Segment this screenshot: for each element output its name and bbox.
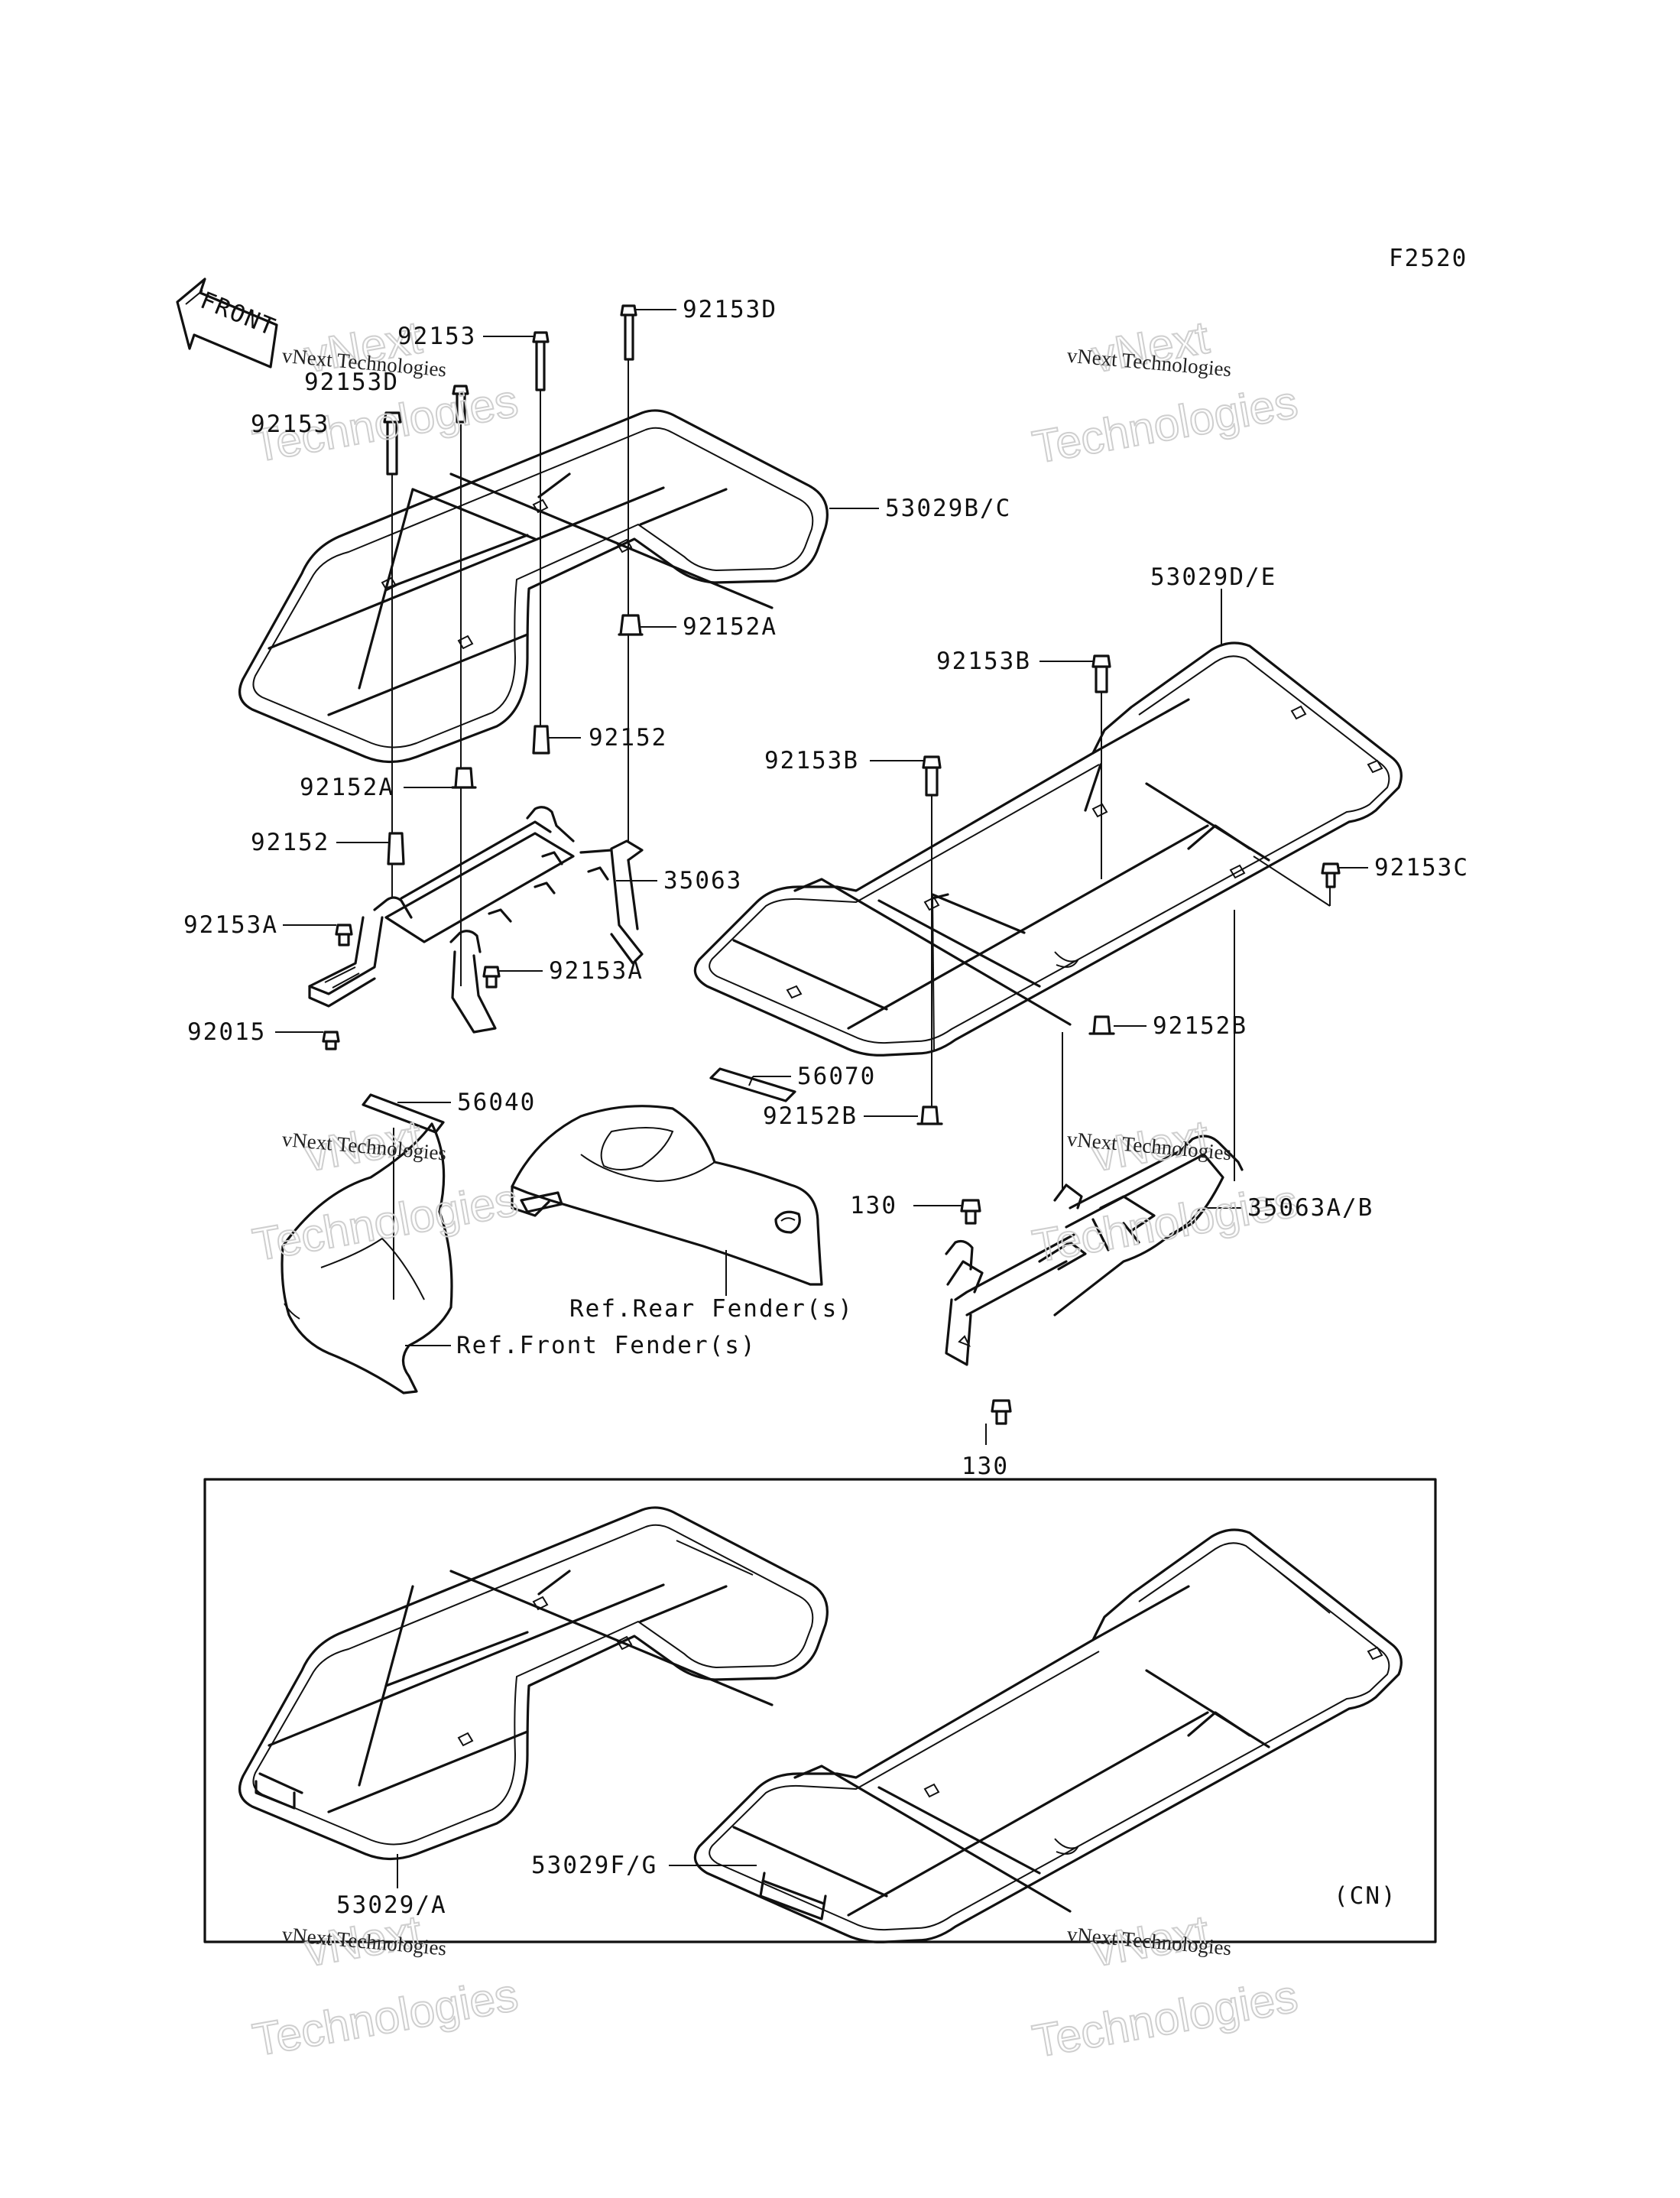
label-56040: 56040 xyxy=(457,1089,536,1116)
label-92153b-top: 92153B xyxy=(936,648,1031,675)
label-92153b-left: 92153B xyxy=(764,747,859,774)
figure-code: F2520 xyxy=(1389,245,1468,272)
label-53029a: 53029/A xyxy=(336,1891,447,1919)
label-ref-front-fender: Ref.Front Fender(s) xyxy=(456,1332,757,1359)
label-92152b-right: 92152B xyxy=(1153,1012,1247,1040)
label-92152b-left: 92152B xyxy=(763,1102,858,1130)
svg-text:Technologies: Technologies xyxy=(249,1969,522,2066)
label-92153d-top: 92153D xyxy=(683,296,777,323)
svg-text:Technologies: Technologies xyxy=(1029,1970,1302,2067)
part-labels: 92153D 92153 92153D 92153 53029B/C 92152… xyxy=(183,296,1469,1919)
label-130-top: 130 xyxy=(850,1192,897,1219)
label-92153c: 92153C xyxy=(1374,854,1469,881)
rear-fender xyxy=(511,1105,823,1286)
front-arrow-label: FRONT xyxy=(196,287,280,342)
label-cn: (CN) xyxy=(1334,1882,1397,1910)
rear-carrier-bracket-35063ab xyxy=(945,1135,1244,1366)
label-92152-mid: 92152 xyxy=(589,724,667,752)
label-35063: 35063 xyxy=(663,867,742,894)
svg-text:Technologies: Technologies xyxy=(249,1174,522,1271)
cn-variant-inset xyxy=(203,1478,1437,1943)
front-carrier-bracket-35063 xyxy=(308,806,644,1034)
collar-icon xyxy=(387,614,1115,1125)
svg-text:Technologies: Technologies xyxy=(1029,1175,1302,1272)
label-92152-left: 92152 xyxy=(251,829,329,856)
front-carrier-53029bc xyxy=(238,409,829,764)
label-130-bottom: 130 xyxy=(962,1453,1009,1480)
label-92153a-right: 92153A xyxy=(549,957,644,985)
label-92015: 92015 xyxy=(187,1018,266,1046)
label-35063ab: 35063A/B xyxy=(1247,1194,1374,1222)
label-53029fg: 53029F/G xyxy=(531,1852,657,1879)
decal-56070 xyxy=(709,1067,796,1102)
watermark: vNext Technologies vNext Technologies vN… xyxy=(248,310,1302,2067)
decal-56040 xyxy=(362,1093,445,1134)
label-56070: 56070 xyxy=(797,1063,876,1090)
label-92153d-left: 92153D xyxy=(304,368,399,396)
front-direction-arrow-icon: FRONT xyxy=(176,278,280,368)
label-53029de: 53029D/E xyxy=(1150,563,1276,591)
label-ref-rear-fender: Ref.Rear Fender(s) xyxy=(569,1295,854,1323)
leader-lines xyxy=(275,309,1368,1445)
svg-text:Technologies: Technologies xyxy=(1029,376,1302,473)
label-92152a-right: 92152A xyxy=(683,613,777,641)
label-92153-left: 92153 xyxy=(251,411,329,438)
rear-carrier-53029de xyxy=(693,641,1403,1057)
label-92153-top: 92153 xyxy=(397,323,476,350)
front-fender xyxy=(281,1122,453,1394)
bolt-icon xyxy=(322,304,1341,1425)
label-92153a-left: 92153A xyxy=(183,911,278,939)
label-92152a-left: 92152A xyxy=(300,774,394,801)
label-53029bc: 53029B/C xyxy=(885,495,1011,522)
